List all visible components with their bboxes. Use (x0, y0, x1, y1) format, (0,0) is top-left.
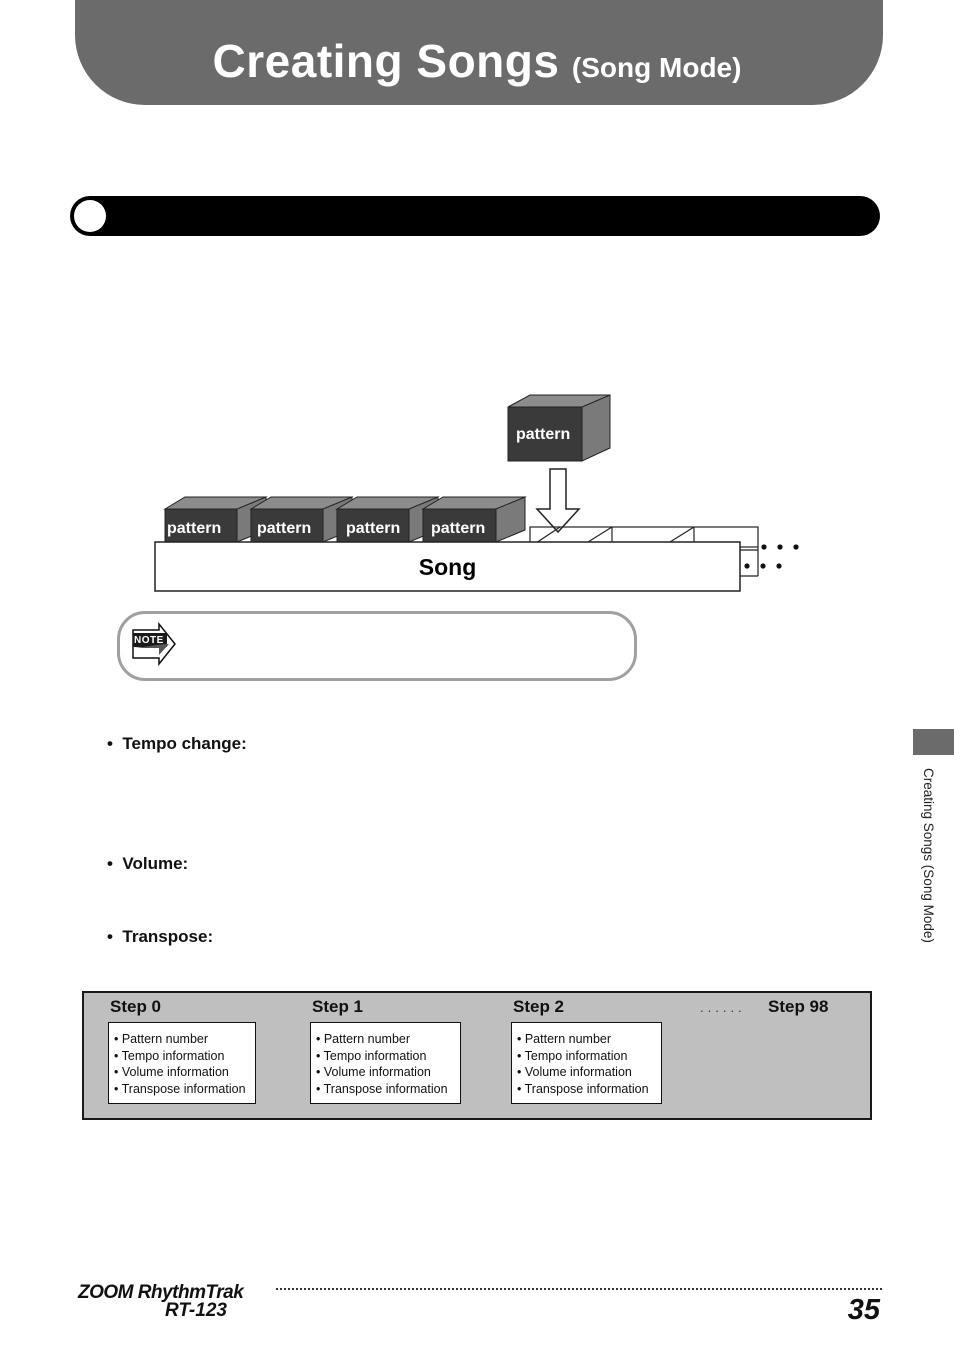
footer-model-logo: RT-123 (165, 1300, 227, 1321)
song-diagram (154, 394, 799, 592)
bullet-label: Transpose: (122, 927, 214, 946)
step-title-1: Step 1 (312, 997, 364, 1016)
step-box-2: • Pattern number • Tempo information • V… (511, 1022, 662, 1104)
section-heading-bar (70, 196, 880, 236)
title-banner (75, 0, 883, 105)
pattern-label-2: pattern (257, 520, 312, 537)
bullet-tempo-change: • Tempo change: (107, 734, 247, 753)
incoming-pattern-block (507, 394, 611, 462)
note-icon-text: NOTE (134, 635, 164, 646)
page-title: Creating Songs (Song Mode) (0, 34, 954, 88)
bullet-transpose: • Transpose: (107, 927, 214, 946)
step-box-1: • Pattern number • Tempo information • V… (310, 1022, 461, 1104)
continuation-dots (744, 544, 799, 569)
step-box-0: • Pattern number • Tempo information • V… (108, 1022, 256, 1104)
step-ellipsis: ...... (700, 1000, 746, 1015)
pattern-label-4: pattern (431, 520, 486, 537)
song-bar (154, 541, 741, 592)
chapter-side-tab (913, 729, 954, 755)
song-label: Song (418, 554, 477, 580)
title-main: Creating Songs (212, 35, 560, 87)
note-box (117, 611, 637, 681)
footer-dotted-rule (276, 1288, 882, 1290)
pattern-label-3: pattern (346, 520, 401, 537)
step-info-line: • Volume information (517, 1065, 632, 1080)
footer-brand-logo: ZOOM RhythmTrak (78, 1282, 244, 1303)
step-info-line: • Volume information (114, 1065, 229, 1080)
step-info-line: • Transpose information (316, 1082, 448, 1097)
page-number: 35 (847, 1294, 880, 1326)
step-info-line: • Transpose information (517, 1082, 649, 1097)
bullet-label: Volume: (122, 854, 189, 873)
step-info-line: • Pattern number (517, 1032, 612, 1046)
step-info-line: • Tempo information (517, 1048, 628, 1063)
step-info-line: • Volume information (316, 1065, 431, 1080)
bullet-label: Tempo change: (122, 734, 247, 753)
step-info-line: • Transpose information (114, 1082, 246, 1097)
step-title-0: Step 0 (110, 997, 162, 1016)
step-title-2: Step 2 (513, 997, 565, 1016)
step-title-98: Step 98 (768, 997, 829, 1016)
note-icon (132, 622, 176, 667)
insert-arrow (535, 468, 581, 534)
incoming-pattern-label: pattern (516, 426, 571, 443)
step-info-line: • Pattern number (114, 1032, 209, 1046)
pattern-block-4 (421, 496, 527, 543)
bullet-volume: • Volume: (107, 854, 189, 873)
step-info-line: • Tempo information (316, 1048, 427, 1063)
section-bullet-circle (74, 200, 106, 232)
step-info-line: • Tempo information (114, 1048, 225, 1063)
title-subtitle: (Song Mode) (571, 52, 742, 83)
chapter-side-label: Creating Songs (Song Mode) (921, 768, 936, 943)
pattern-label-1: pattern (167, 520, 222, 537)
step-info-line: • Pattern number (316, 1032, 411, 1046)
